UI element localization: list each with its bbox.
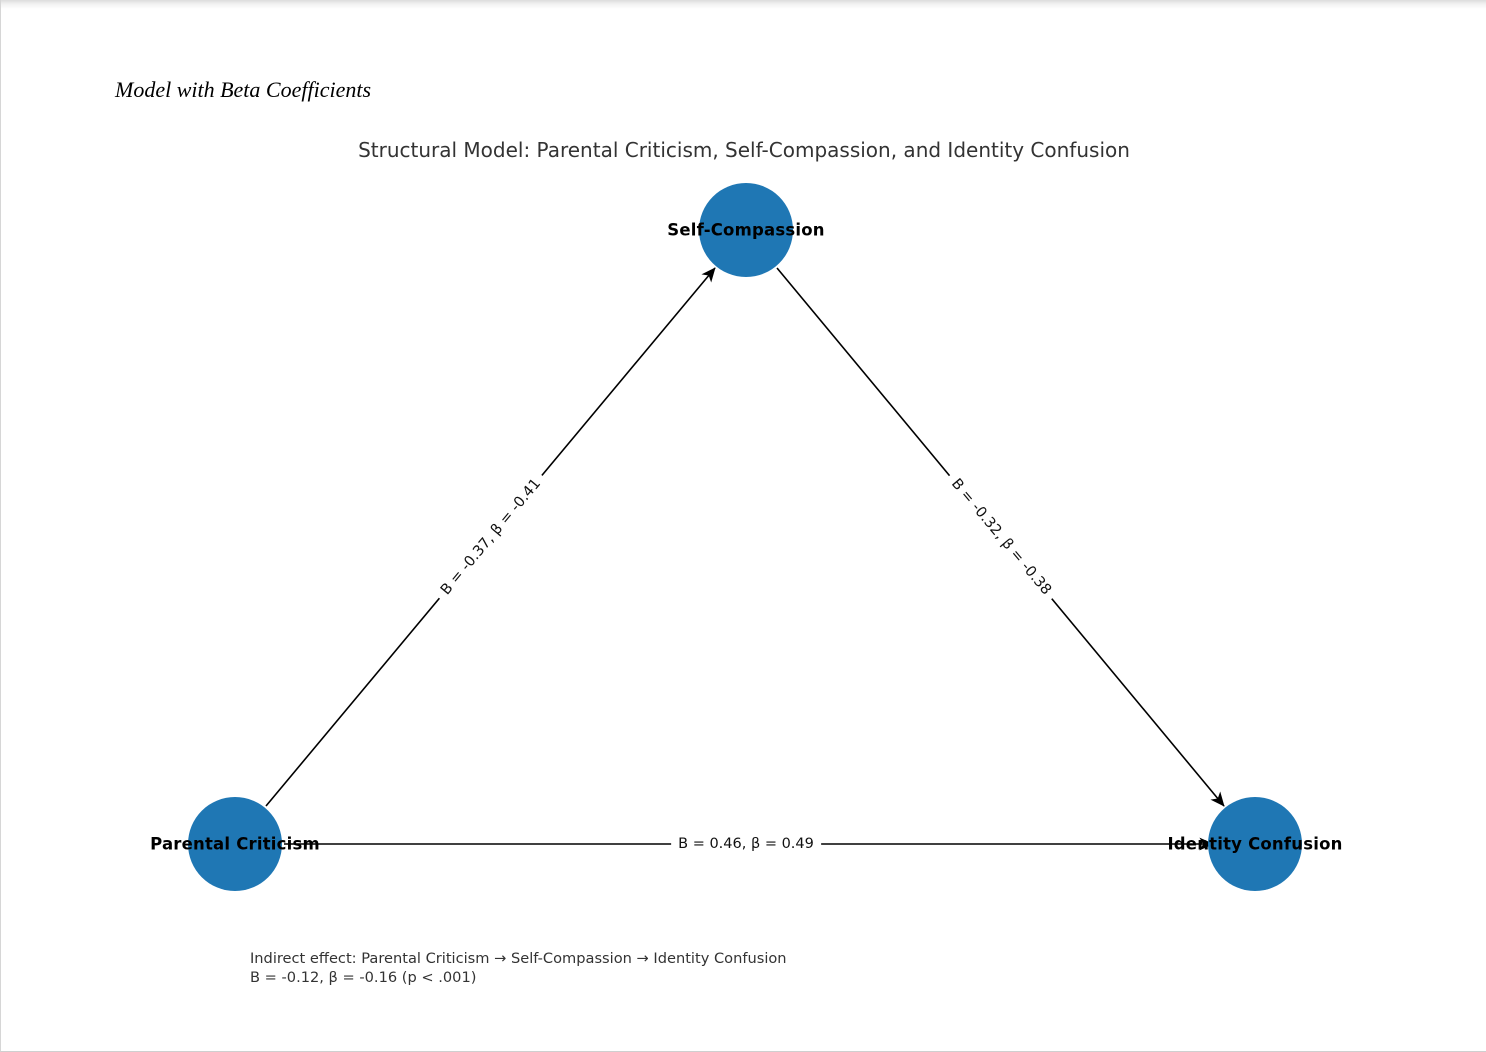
node-label-self-compassion: Self-Compassion [667, 220, 825, 240]
node-circle-self-compassion [699, 183, 793, 277]
node-label-parental-criticism: Parental Criticism [150, 834, 320, 854]
node-circle-parental-criticism [188, 797, 282, 891]
figure-title: Structural Model: Parental Criticism, Se… [358, 138, 1130, 162]
edge-label-parental-to-identity: B = 0.46, β = 0.49 [671, 834, 821, 854]
indirect-effect-annotation: Indirect effect: Parental Criticism → Se… [250, 949, 787, 987]
node-label-identity-confusion: Identity Confusion [1167, 834, 1343, 854]
node-circle-identity-confusion [1208, 797, 1302, 891]
document-heading: Model with Beta Coefficients [115, 77, 372, 102]
indirect-effect-line1: Indirect effect: Parental Criticism → Se… [250, 950, 787, 967]
indirect-effect-line2: B = -0.12, β = -0.16 (p < .001) [250, 969, 477, 986]
